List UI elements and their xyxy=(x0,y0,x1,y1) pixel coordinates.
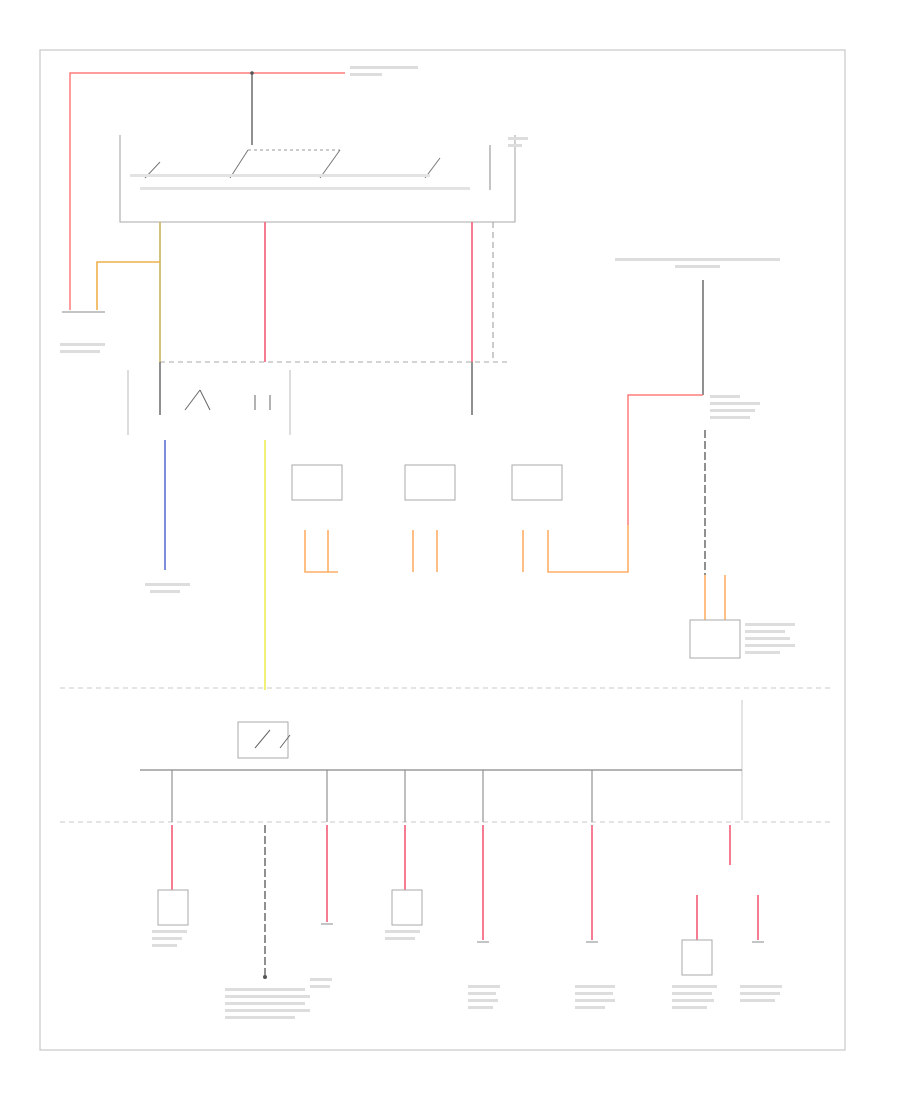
ignition-switch xyxy=(119,135,516,223)
tan-branch-wire xyxy=(96,261,160,310)
fuel-pump-module xyxy=(157,889,189,926)
relay-box-3 xyxy=(511,464,563,501)
top-splice xyxy=(250,71,254,75)
ignition-switch-label xyxy=(508,137,528,147)
top-feed-label xyxy=(350,66,418,76)
output-wires xyxy=(171,825,759,940)
diagram-frame xyxy=(39,49,846,1051)
bottom-labels xyxy=(152,930,782,1019)
control-module xyxy=(689,619,741,659)
lower-relay xyxy=(237,721,291,759)
instrument-cluster xyxy=(391,889,423,926)
ground-symbols xyxy=(321,923,764,943)
right-fuse-label xyxy=(710,395,760,419)
blue-wire-dest-label xyxy=(145,583,190,593)
ground-g1 xyxy=(263,975,267,979)
ground-left-top xyxy=(60,311,105,353)
fuse-block-upper xyxy=(127,361,510,435)
right-red-wire xyxy=(627,394,703,525)
right-bottom-module xyxy=(681,939,713,976)
right-module-wires-orange xyxy=(704,575,726,620)
top-feed-wire xyxy=(69,72,345,310)
relay-1-wires xyxy=(304,530,338,573)
relay-2-wires xyxy=(412,530,438,572)
control-module-label xyxy=(745,623,795,654)
relay-box-1 xyxy=(291,464,343,501)
right-feed-label xyxy=(615,258,780,268)
relay-box-2 xyxy=(404,464,456,501)
lower-fuses xyxy=(171,770,593,822)
relay-3-wires xyxy=(522,525,629,573)
